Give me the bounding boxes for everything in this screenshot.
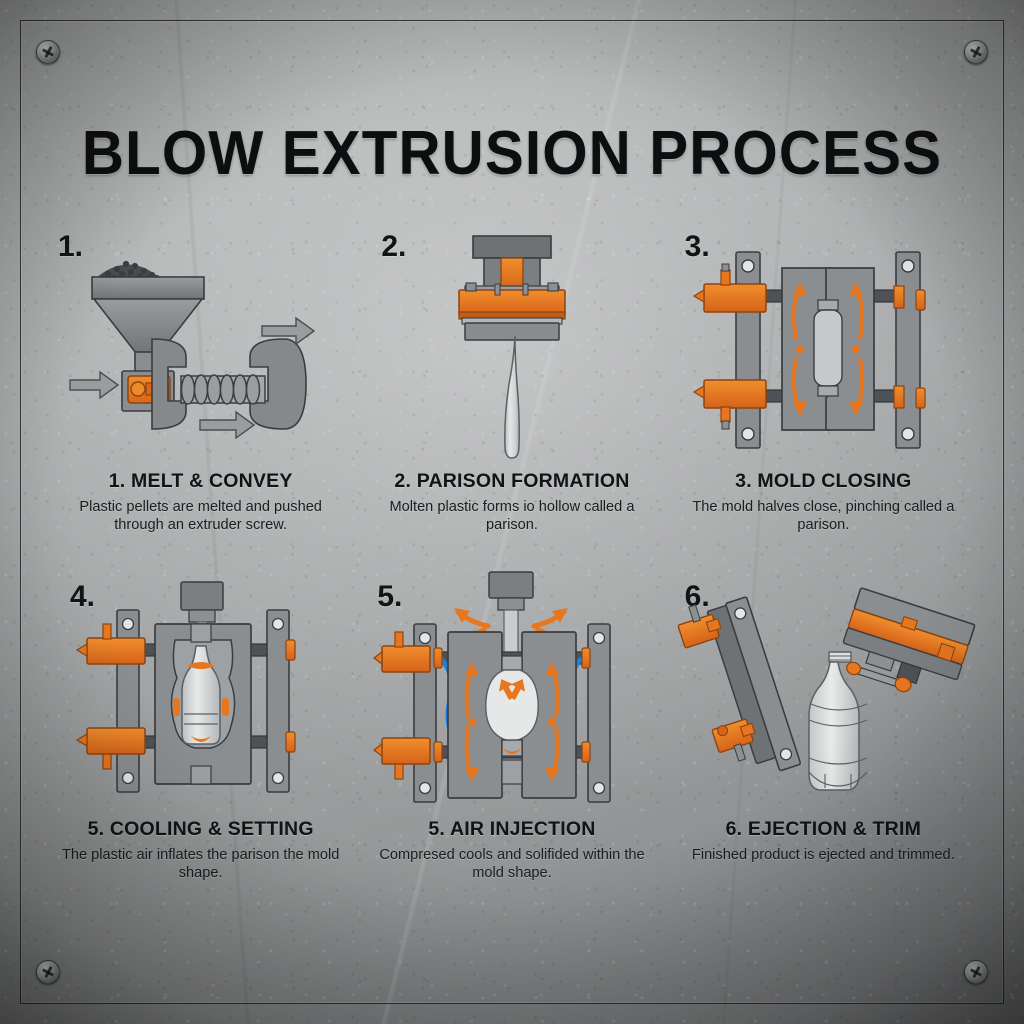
- step-caption-2: 2. PARISON FORMATION Molten plastic form…: [367, 470, 657, 535]
- die-lip: [461, 317, 563, 341]
- step-panel-3: 3.: [671, 222, 976, 564]
- ejection-pin: [846, 661, 912, 693]
- mold-half-right-open: [843, 587, 976, 685]
- step-caption-6: 6. EJECTION & TRIM Finished product is e…: [678, 818, 968, 864]
- step-illustration-4: [48, 570, 353, 808]
- mold-half-left-open: [678, 596, 802, 772]
- step-caption-title-3: 3. MOLD CLOSING: [735, 470, 912, 492]
- platen-right-outer: [581, 623, 611, 803]
- mold-pin-left-icon: [796, 345, 805, 353]
- screw-top-left-icon: [36, 40, 60, 64]
- mold-pin-right-icon: [547, 718, 556, 726]
- step-number-5: 5.: [377, 580, 403, 613]
- step-caption-body-1: Plastic pellets are melted and pushed th…: [79, 499, 322, 534]
- step-panel-6: 6.: [671, 570, 976, 912]
- step-caption-title-6: 6. EJECTION & TRIM: [725, 818, 922, 840]
- inflating-parison: [484, 655, 539, 785]
- step-caption-4: 5. COOLING & SETTING The plastic air inf…: [56, 818, 346, 883]
- mold-cavity: [813, 299, 844, 397]
- die-head-cap: [472, 235, 552, 291]
- hopper-funnel: [90, 276, 205, 375]
- hydraulic-cylinder-bottom: [693, 379, 768, 430]
- flow-arrow-icon: [68, 316, 315, 440]
- step-caption-title-4: 5. COOLING & SETTING: [87, 818, 314, 840]
- finished-bottle: [808, 651, 868, 791]
- step-caption-body-3: The mold halves close, pinching called a…: [692, 499, 955, 534]
- platen-left-outer: [735, 251, 762, 449]
- screw-bottom-left-icon: [36, 960, 60, 984]
- step-number-1: 1.: [58, 230, 84, 263]
- step-illustration-3: [671, 222, 976, 460]
- page-title: BLOW EXTRUSION PROCESS: [81, 119, 943, 188]
- mold-pin-left-icon: [467, 718, 476, 726]
- step-illustration-1: [48, 222, 353, 460]
- hydraulic-cylinder-bottom: [75, 727, 146, 770]
- step-illustration-2: [359, 222, 664, 460]
- step-panel-4: 4.: [48, 570, 353, 912]
- step-illustration-6: [671, 570, 976, 808]
- step-number-4: 4.: [70, 580, 96, 613]
- step-caption-title-5: 5. AIR INJECTION: [428, 818, 596, 840]
- step-caption-3: 3. MOLD CLOSING The mold halves close, p…: [678, 470, 968, 535]
- die-head-flange: [458, 282, 566, 320]
- step-caption-5: 5. AIR INJECTION Compresed cools and sol…: [367, 818, 657, 883]
- mold-closing-arrowhead-icon: [793, 282, 864, 416]
- step-panel-5: 5.: [359, 570, 664, 912]
- step-illustration-5: [359, 570, 664, 808]
- step-caption-body-4: The plastic air inflates the parison the…: [61, 847, 340, 882]
- extruder-barrel: [150, 338, 307, 430]
- internal-air-arrow-icon: [498, 679, 526, 701]
- step-caption-title-1: 1. MELT & CONVEY: [108, 470, 293, 492]
- screw-top-right-icon: [964, 40, 988, 64]
- hydraulic-cylinder-bottom: [372, 737, 431, 780]
- bottle-forming: [180, 645, 221, 745]
- pinch-flash-icon: [501, 748, 522, 754]
- hydraulic-cylinder-top: [372, 631, 431, 673]
- step-panel-1: 1.: [48, 222, 353, 564]
- step-number-3: 3.: [684, 230, 710, 263]
- cooling-flow-arrowhead-icon: [464, 662, 559, 782]
- mold-pin-right-icon: [852, 345, 861, 353]
- step-caption-body-2: Molten plastic forms io hollow called a …: [389, 499, 635, 534]
- steps-grid: 1.: [48, 222, 976, 912]
- step-caption-1: 1. MELT & CONVEY Plastic pellets are mel…: [56, 470, 346, 535]
- platen-right-outer: [893, 251, 926, 449]
- hydraulic-cylinder-top: [693, 263, 768, 313]
- parison-tube: [504, 335, 520, 459]
- platen-right-outer: [265, 609, 296, 793]
- extruder-screw: [179, 374, 266, 405]
- step-panel-2: 2.: [359, 222, 664, 564]
- step-caption-title-2: 2. PARISON FORMATION: [394, 470, 630, 492]
- step-number-2: 2.: [381, 230, 407, 263]
- step-caption-body-6: Finished product is ejected and trimmed.: [691, 847, 955, 863]
- pinch-flash-icon: [172, 662, 229, 742]
- hydraulic-cylinder-top: [75, 623, 146, 665]
- step-caption-body-5: Compresed cools and solifided within the…: [379, 847, 645, 882]
- screw-bottom-right-icon: [964, 960, 988, 984]
